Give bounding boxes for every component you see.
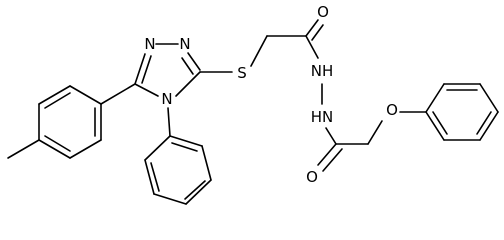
- structure-canvas: N N N S O NH HN O O: [7, 3, 499, 205]
- bond-tolyl-double-c: [44, 135, 71, 152]
- bond-nph-2: [201, 145, 212, 181]
- bond-nh2-carbonyl2: [325, 127, 337, 145]
- bond-nph-double-c: [150, 162, 160, 192]
- bond-tolyl-5: [69, 139, 102, 159]
- atom-n-triazole-4: N: [161, 90, 172, 108]
- atom-n-triazole-2: N: [144, 35, 155, 53]
- bond-nph-1: [169, 135, 203, 147]
- label-layer: N N N S O NH HN O O: [144, 3, 398, 186]
- bond-tolyl-3: [69, 85, 102, 105]
- bond-methyl-ring: [7, 139, 40, 159]
- atom-n-triazole-3: N: [179, 35, 190, 53]
- bond-triazole-n2-c3: [187, 52, 201, 71]
- bond-nph-double-a: [171, 142, 198, 152]
- bond-triazole-c5-n1-double: [141, 55, 152, 84]
- bond-carbonyl2-o: [317, 143, 337, 166]
- bond-nph-6: [144, 135, 171, 161]
- bond-nph-4: [153, 193, 187, 205]
- bond-oph-6: [425, 111, 445, 141]
- bond-n4-phenyl: [167, 107, 171, 137]
- bond-oph-4: [479, 111, 499, 141]
- atom-hn-hydrazide-2: HN: [311, 108, 334, 126]
- bond-carbonyl2-o-double: [322, 148, 343, 172]
- bond-tolyl-2: [38, 85, 71, 105]
- bond-triazole-c3-n4: [175, 71, 201, 97]
- bond-oph-3: [479, 83, 499, 113]
- bond-layer: [7, 19, 499, 205]
- molecule-structure: N N N S O NH HN O O: [7, 3, 499, 205]
- bond-oph-1: [425, 83, 445, 113]
- bond-tolyl-double-a: [44, 92, 71, 109]
- bond-tolyl-6: [38, 139, 71, 159]
- bond-triazole-n2-c3-double: [181, 57, 194, 75]
- bond-carbonyl1-o: [305, 19, 319, 37]
- bond-nph-3: [185, 179, 212, 205]
- bond-ch2-oether: [367, 120, 383, 145]
- atom-o-ether: O: [386, 101, 398, 119]
- bond-oph-double-c: [432, 111, 448, 135]
- atom-nh-hydrazide-1: NH: [311, 62, 334, 80]
- atom-o-carbonyl-2: O: [306, 168, 318, 186]
- bond-tolyl-triazole: [100, 83, 136, 105]
- bond-carbonyl1-o-double: [311, 24, 324, 41]
- bond-carbonyl1-nh: [305, 35, 319, 59]
- atom-s-thioether: S: [237, 64, 247, 82]
- bond-nph-5: [144, 159, 155, 195]
- bond-triazole-n4-c5: [134, 83, 159, 97]
- bond-s-ch2: [250, 35, 268, 67]
- bond-oph-double-b: [476, 111, 492, 135]
- atom-o-carbonyl-1: O: [317, 3, 329, 21]
- bond-triazole-c5-n1: [134, 53, 146, 85]
- bond-nph-double-b: [184, 180, 206, 200]
